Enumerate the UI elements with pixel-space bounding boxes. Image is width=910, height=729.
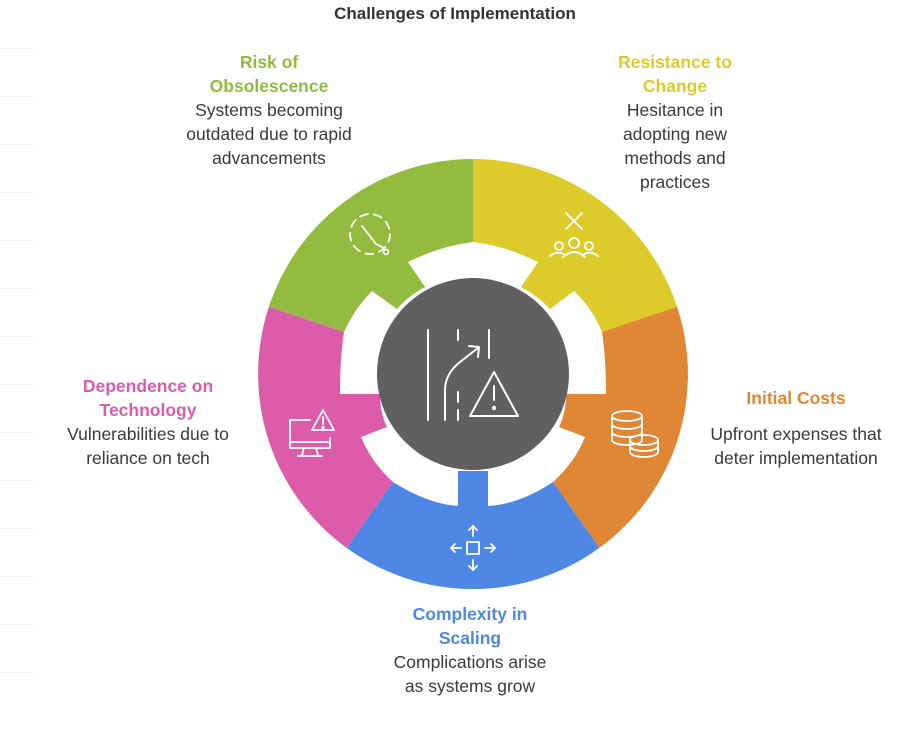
dependence-title: Dependence on Technology [82,376,214,420]
segment-resistance [473,159,678,332]
resistance-desc: Hesitance in adopting new methods and pr… [622,100,728,192]
label-scaling: Complexity in Scaling Complications aris… [383,602,557,698]
label-resistance: Resistance to Change Hesitance in adopti… [596,50,754,194]
label-obsolescence: Risk of Obsolescence Systems becoming ou… [184,50,354,170]
segment-dependence [258,306,393,548]
segment-costs [553,306,688,548]
dependence-desc: Vulnerabilities due to reliance on tech [67,424,229,468]
scaling-desc: Complications arise as systems grow [393,652,547,696]
costs-desc: Upfront expenses that deter implementati… [710,424,882,468]
expand-arrows-icon [450,525,496,571]
obsolescence-title: Risk of Obsolescence [209,52,329,96]
obsolescence-desc: Systems becoming outdated due to rapid a… [186,100,352,168]
costs-title: Initial Costs [746,388,846,408]
clock-dashed-icon [349,213,391,256]
center-circle [377,278,569,470]
people-cross-icon [549,212,599,258]
segment-obsolescence [268,159,473,332]
resistance-title: Resistance to Change [618,52,732,96]
diagram-title: Challenges of Implementation [334,4,576,23]
label-dependence: Dependence on Technology Vulnerabilities… [56,374,240,470]
monitor-warning-icon [289,409,335,457]
scaling-title: Complexity in Scaling [412,604,528,648]
coins-icon [611,410,659,458]
label-costs: Initial Costs Upfront expenses that dete… [710,386,882,470]
road-warning-icon [427,329,519,421]
